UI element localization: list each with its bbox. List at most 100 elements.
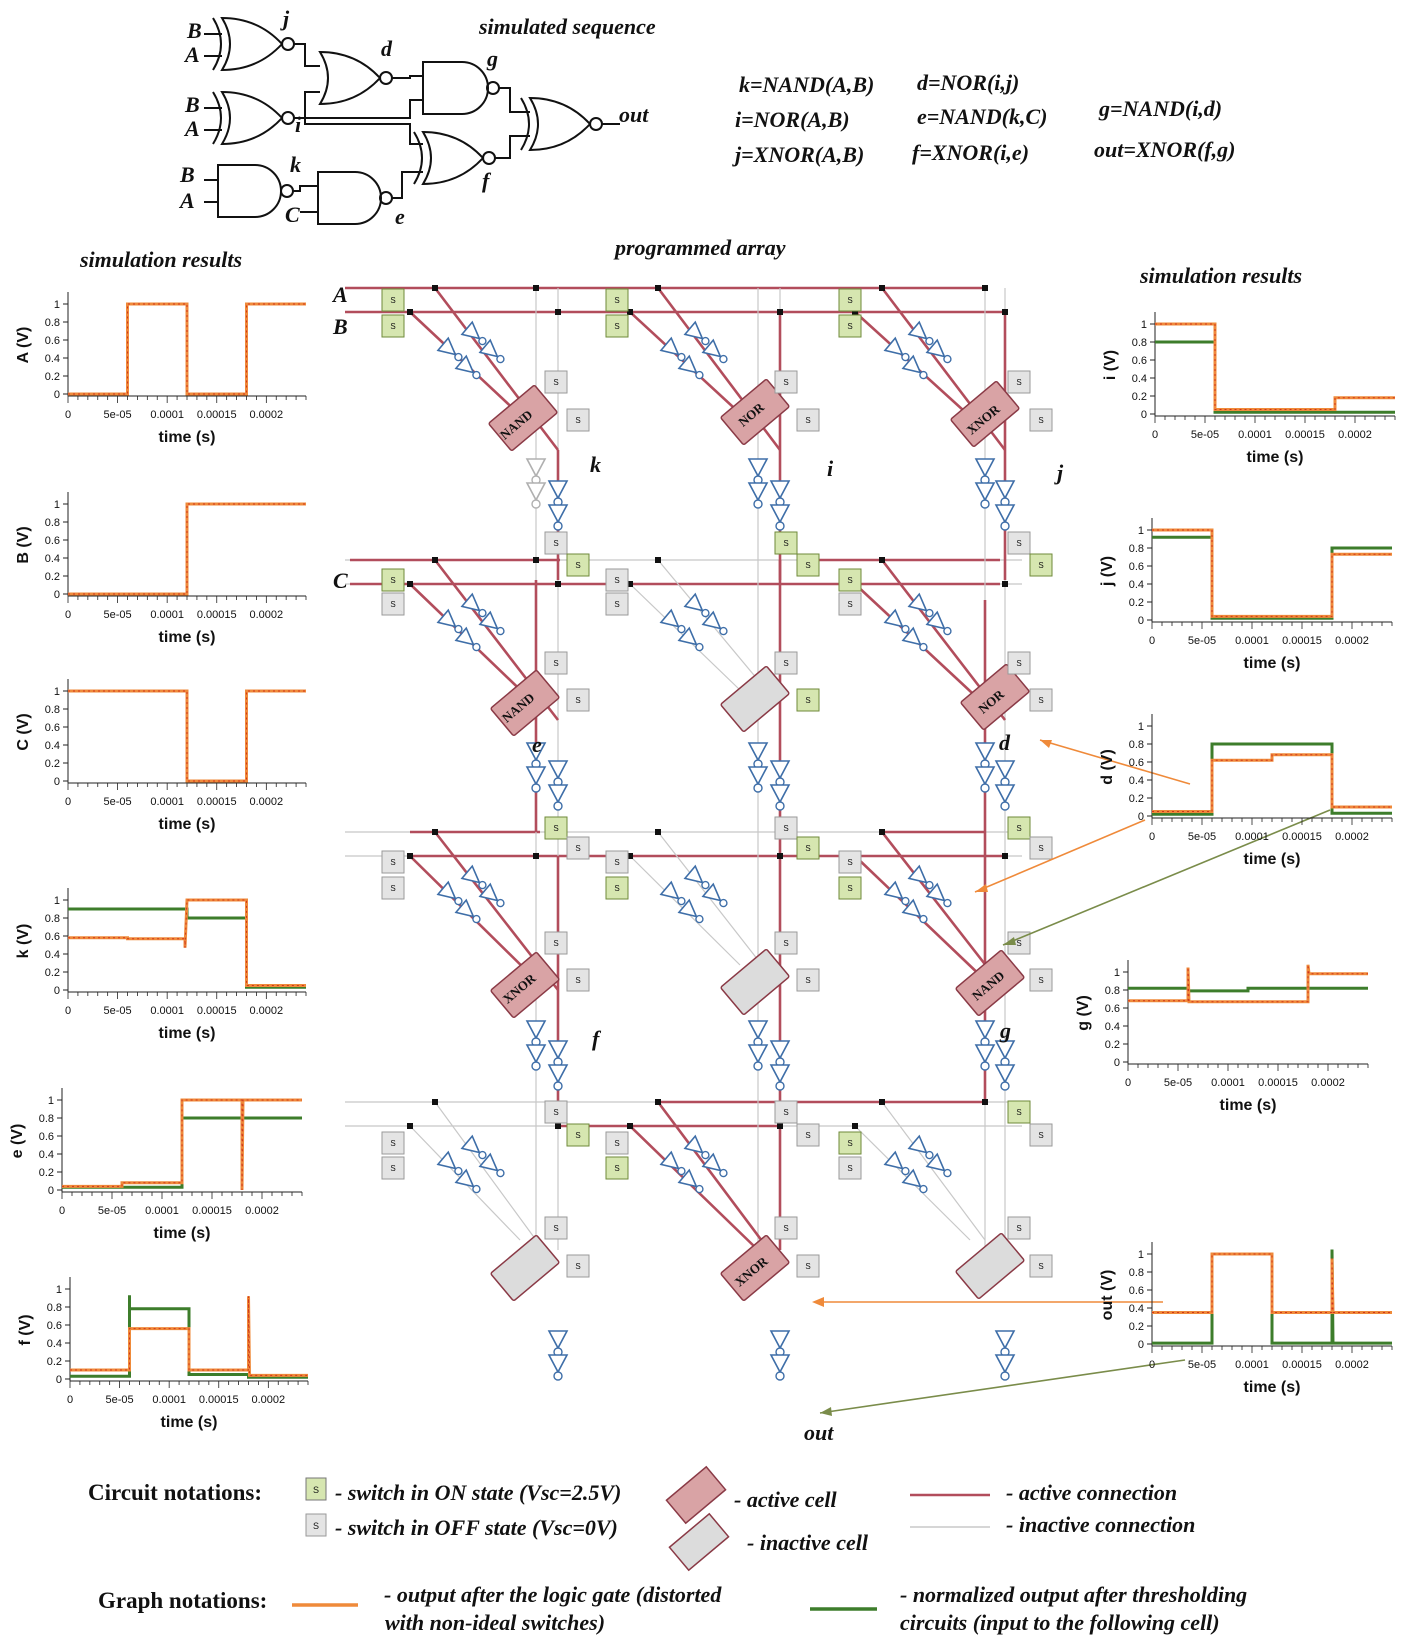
diag-buffer-a-8 bbox=[883, 880, 910, 906]
x-tick-label: 0 bbox=[1152, 429, 1158, 441]
vbuffer-2-b bbox=[747, 482, 769, 509]
junction-35 bbox=[852, 1123, 858, 1129]
y-tick-label: 0.2 bbox=[45, 967, 60, 979]
switch-off-54-label: S bbox=[553, 1108, 558, 1117]
active-cell-6 bbox=[490, 951, 560, 1019]
y-tick-label: 0.8 bbox=[39, 1113, 54, 1125]
switch-off-9 bbox=[605, 592, 629, 616]
y-tick-label: 0.8 bbox=[1132, 337, 1147, 349]
switch-on-21-label: S bbox=[614, 1164, 619, 1173]
x-axis-label: time (s) bbox=[161, 1414, 218, 1431]
vbuffer-13-a bbox=[547, 1040, 569, 1067]
switch-on-2-label: S bbox=[614, 296, 619, 305]
switch-off-26 bbox=[774, 370, 798, 394]
switch-off-19-label: S bbox=[390, 1164, 395, 1173]
node-label-g: g bbox=[999, 1018, 1011, 1043]
junction-32 bbox=[655, 1099, 661, 1105]
switch-off-64 bbox=[1007, 1216, 1031, 1240]
x-tick-label: 0.0001 bbox=[150, 1005, 184, 1017]
junction-1 bbox=[407, 309, 413, 315]
vbuffer-18-a bbox=[547, 1330, 569, 1357]
x-tick-label: 5e-05 bbox=[104, 609, 132, 621]
x-axis-label: time (s) bbox=[159, 429, 216, 446]
x-axis-label: time (s) bbox=[1247, 449, 1304, 466]
y-tick-label: 1 bbox=[1141, 319, 1147, 331]
junction-30 bbox=[432, 1099, 438, 1105]
schem-label-A1: A bbox=[183, 42, 200, 67]
switch-on-17-label: S bbox=[847, 884, 852, 893]
x-tick-label: 0.00015 bbox=[197, 1005, 237, 1017]
x-tick-label: 0.0002 bbox=[1335, 1359, 1369, 1371]
series-overlay bbox=[1152, 529, 1392, 617]
x-tick-label: 5e-05 bbox=[1188, 831, 1216, 843]
y-tick-label: 0.8 bbox=[45, 517, 60, 529]
vbuffer-14-b bbox=[747, 1044, 769, 1071]
y-tick-label: 0 bbox=[1114, 1057, 1120, 1069]
switch-off-25 bbox=[566, 408, 590, 432]
y-tick-label: 0.8 bbox=[1105, 985, 1120, 997]
switch-off-49 bbox=[566, 968, 590, 992]
switch-on-4 bbox=[838, 288, 862, 312]
x-tick-label: 5e-05 bbox=[1164, 1077, 1192, 1089]
y-tick-label: 1 bbox=[1138, 1249, 1144, 1261]
diag-buffer-b-9 bbox=[454, 1168, 481, 1194]
switch-off-8-label: S bbox=[614, 576, 619, 585]
diag-buffer-a-11 bbox=[883, 1150, 910, 1176]
y-tick-label: 0.4 bbox=[1132, 373, 1147, 385]
diag-buffer-d-9 bbox=[478, 1152, 505, 1178]
diag-buffer-b-2 bbox=[901, 354, 928, 380]
y-axis-label: out (V) bbox=[1099, 1270, 1116, 1321]
switch-off-27-label: S bbox=[805, 416, 810, 425]
switch-off-18 bbox=[381, 1131, 405, 1155]
diag-buffer-a-10 bbox=[659, 1150, 686, 1176]
x-tick-label: 0 bbox=[65, 796, 71, 808]
vbuffer-0-a bbox=[525, 458, 547, 485]
array-grid: SSSSSSSSSSSSSSSSSSSSSSSSSSSSSSSSSSSSSSSS… bbox=[345, 285, 1053, 1381]
node-label-i: i bbox=[827, 456, 834, 481]
legend-active-cell-icon bbox=[665, 1465, 727, 1525]
legend-graph-title: Graph notations: bbox=[98, 1588, 267, 1613]
y-tick-label: 0.2 bbox=[39, 1167, 54, 1179]
active-cell-5 bbox=[960, 663, 1030, 731]
diag-buffer-b-5 bbox=[901, 626, 928, 652]
switch-on-15 bbox=[605, 876, 629, 900]
legend-circuit-title: Circuit notations: bbox=[88, 1480, 262, 1505]
y-tick-label: 0.4 bbox=[1129, 579, 1144, 591]
junction-0 bbox=[432, 285, 438, 291]
equation-out: out=XNOR(f,g) bbox=[1094, 137, 1236, 162]
junction-36 bbox=[555, 1123, 561, 1129]
diag-buffer-b-0 bbox=[454, 354, 481, 380]
switch-off-30-label: S bbox=[553, 539, 558, 548]
x-tick-label: 0.0002 bbox=[1311, 1077, 1345, 1089]
switch-on-58 bbox=[1007, 1100, 1031, 1124]
x-tick-label: 0.0001 bbox=[150, 609, 184, 621]
switch-off-29-label: S bbox=[1038, 416, 1043, 425]
junction-31 bbox=[407, 1123, 413, 1129]
switch-off-60 bbox=[544, 1216, 568, 1240]
legend-switch-on-icon bbox=[305, 1477, 327, 1501]
y-tick-label: 0.4 bbox=[45, 353, 60, 365]
series-orange bbox=[1152, 528, 1392, 618]
vbuffer-7-b bbox=[547, 784, 569, 811]
equation-j: j=XNOR(A,B) bbox=[732, 142, 864, 167]
diag-buffer-d-4 bbox=[701, 610, 728, 636]
graph-arrows bbox=[812, 739, 1331, 1416]
diag-buffer-c-1 bbox=[683, 320, 710, 346]
switch-on-42-label: S bbox=[553, 824, 558, 833]
x-tick-label: 0.00015 bbox=[192, 1205, 232, 1217]
y-tick-label: 0.6 bbox=[45, 931, 60, 943]
array-diag-18 bbox=[434, 1101, 537, 1241]
junction-37 bbox=[777, 1123, 783, 1129]
y-axis-label: d (V) bbox=[1099, 749, 1116, 785]
x-axis-label: time (s) bbox=[1220, 1097, 1277, 1114]
schem-label-g: g bbox=[486, 46, 498, 71]
schem-label-A2: A bbox=[183, 116, 200, 141]
switch-off-43-label: S bbox=[575, 844, 580, 853]
junction-15 bbox=[879, 557, 885, 563]
vbuffer-4-a bbox=[974, 458, 996, 485]
switch-off-47 bbox=[1029, 836, 1053, 860]
